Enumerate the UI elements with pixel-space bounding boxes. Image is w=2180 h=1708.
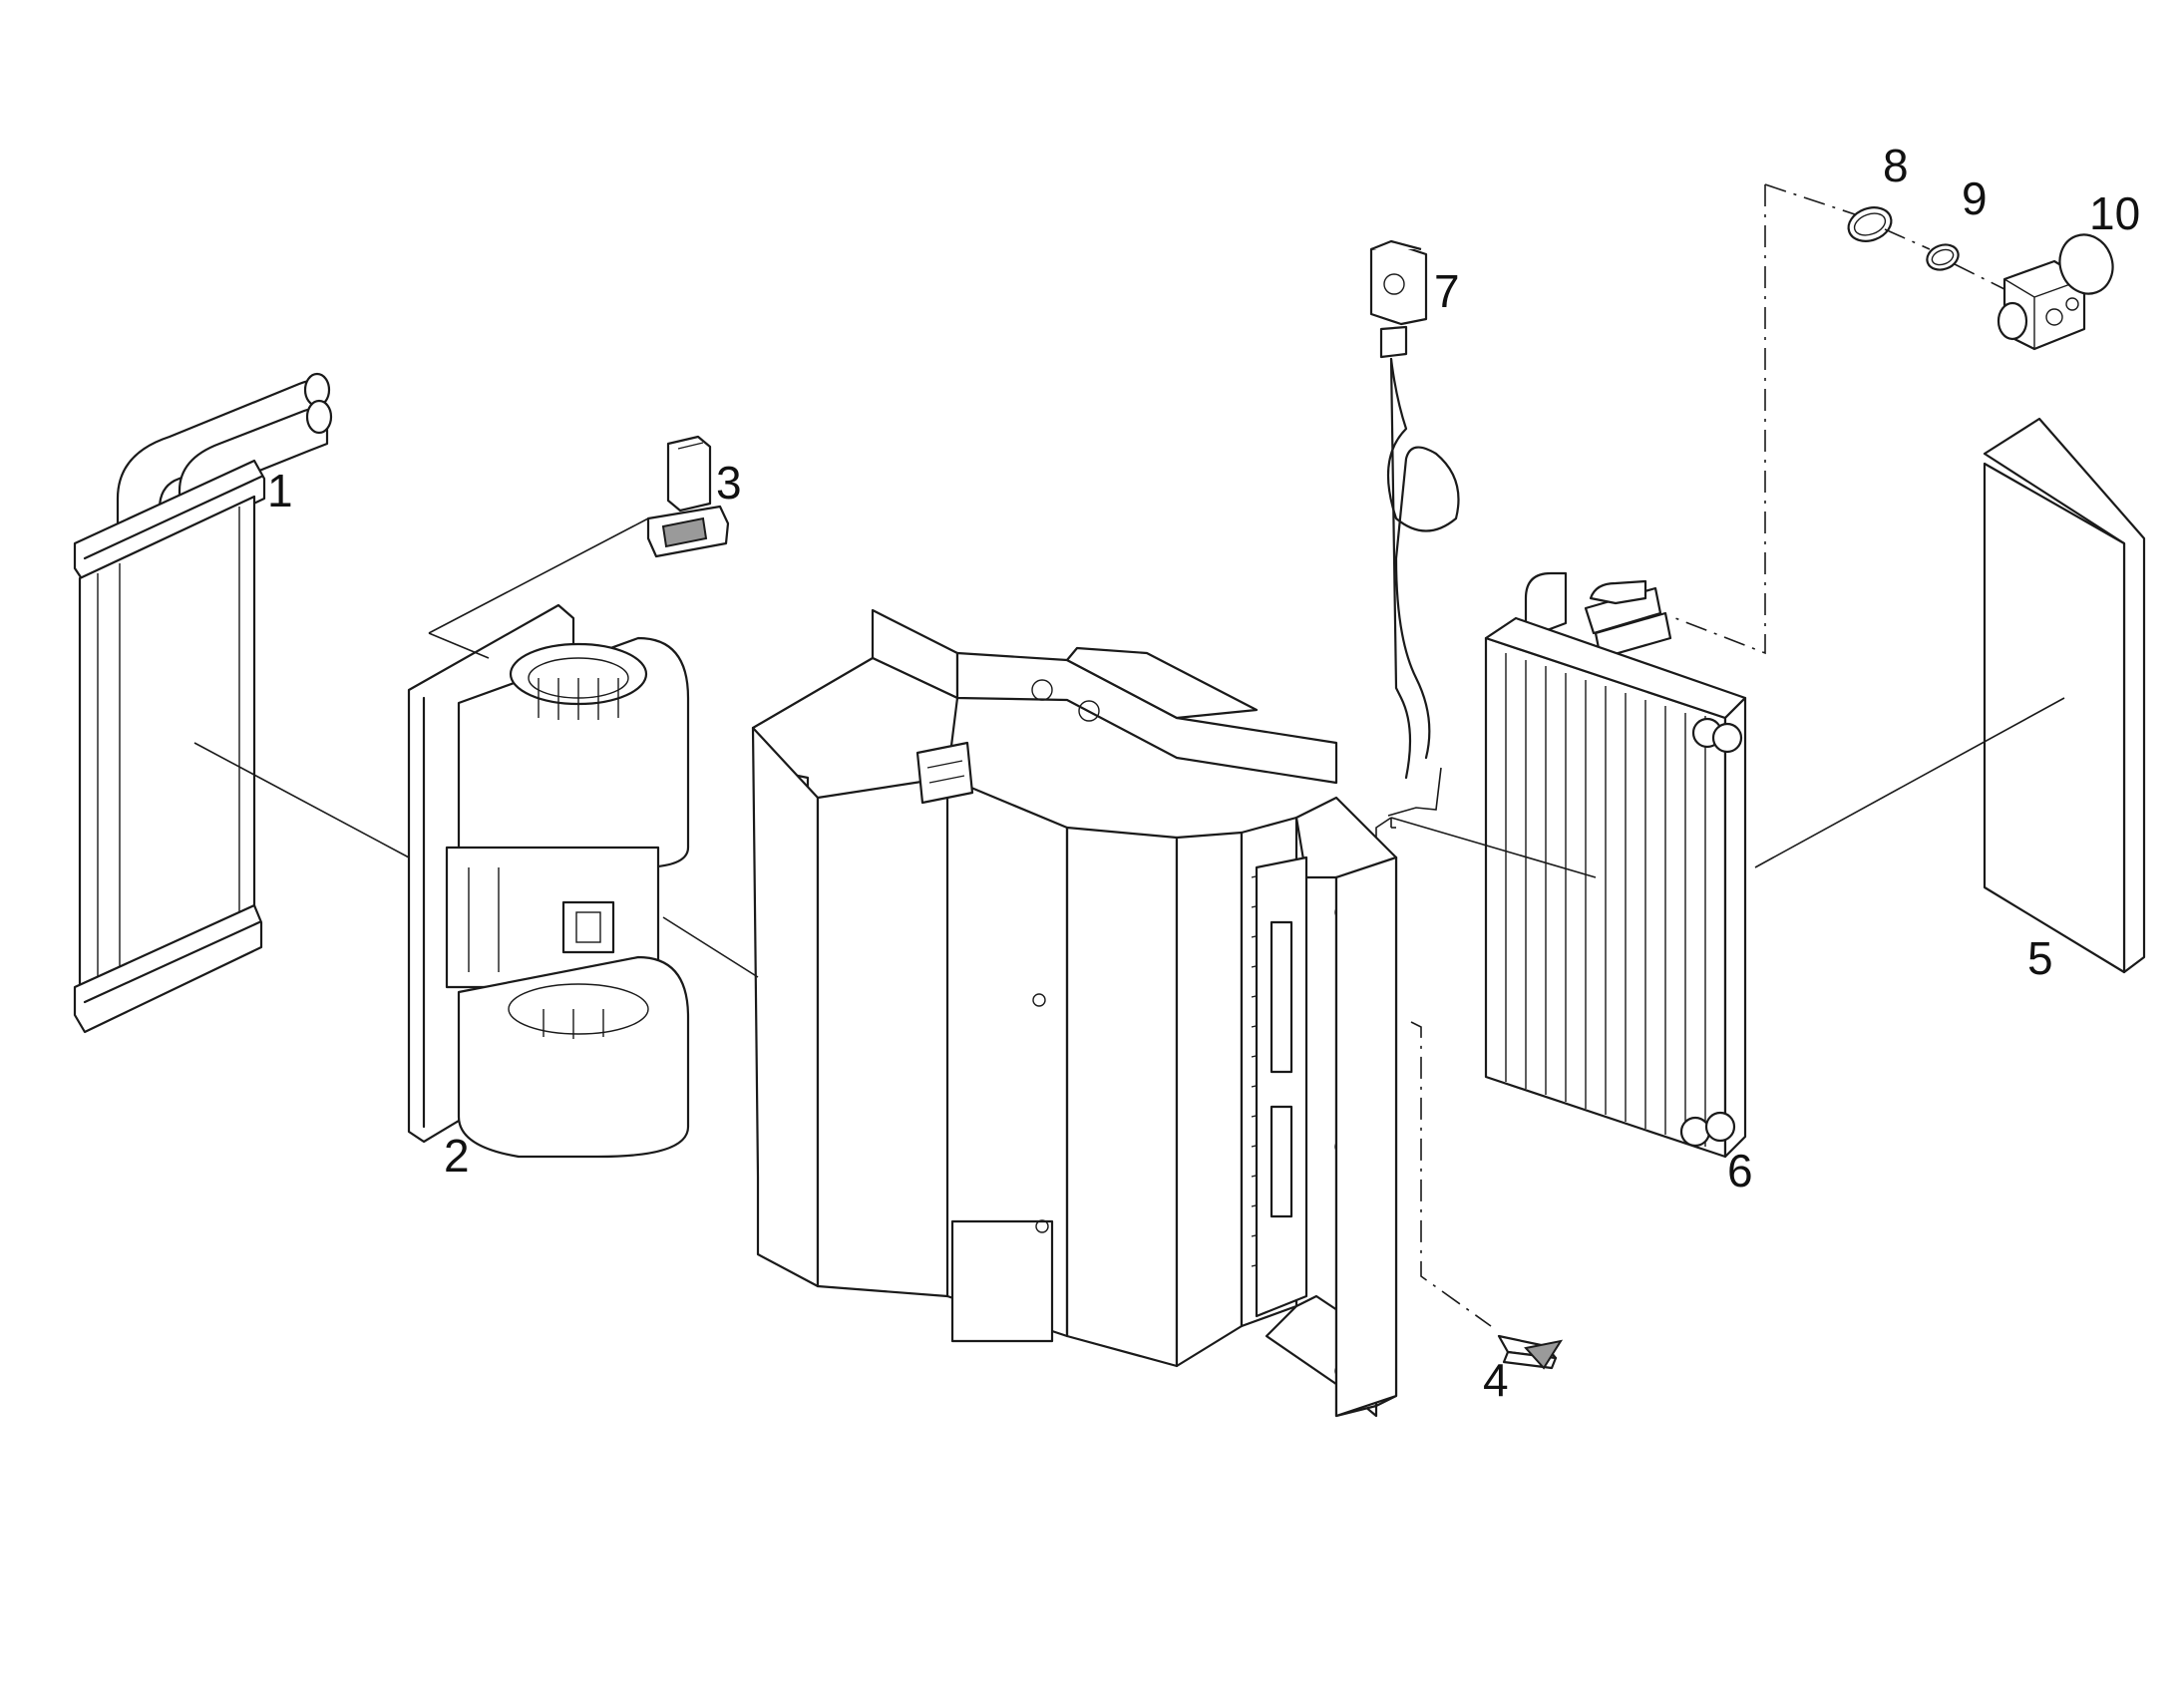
callout-7: 7 xyxy=(1434,265,1460,317)
callout-labels: 1 2 3 4 5 6 7 8 9 10 xyxy=(267,140,2140,1406)
o-ring-large-part xyxy=(1847,206,1893,242)
callout-2: 2 xyxy=(444,1130,470,1182)
evaporator-part xyxy=(1484,571,1747,1159)
o-ring-small-part xyxy=(1926,243,1960,271)
thermostat-part xyxy=(1369,239,1460,780)
callout-4: 4 xyxy=(1483,1354,1509,1406)
evaporator-fins xyxy=(1505,653,1706,1147)
callout-3: 3 xyxy=(716,457,742,509)
resistor-part xyxy=(646,435,730,558)
heater-core-part xyxy=(73,372,333,1034)
sensor-plug-part xyxy=(1497,1334,1564,1370)
filter-part xyxy=(1983,417,2146,974)
callout-10: 10 xyxy=(2089,187,2140,239)
leader-lines xyxy=(193,183,2065,1327)
main-housing xyxy=(751,608,1398,1418)
expansion-valve-part xyxy=(1997,233,2114,351)
callout-9: 9 xyxy=(1962,172,1988,224)
callout-8: 8 xyxy=(1883,140,1909,191)
callout-5: 5 xyxy=(2027,932,2053,984)
blower-assembly-part xyxy=(407,603,690,1159)
callout-6: 6 xyxy=(1727,1145,1753,1196)
callout-1: 1 xyxy=(267,465,293,516)
